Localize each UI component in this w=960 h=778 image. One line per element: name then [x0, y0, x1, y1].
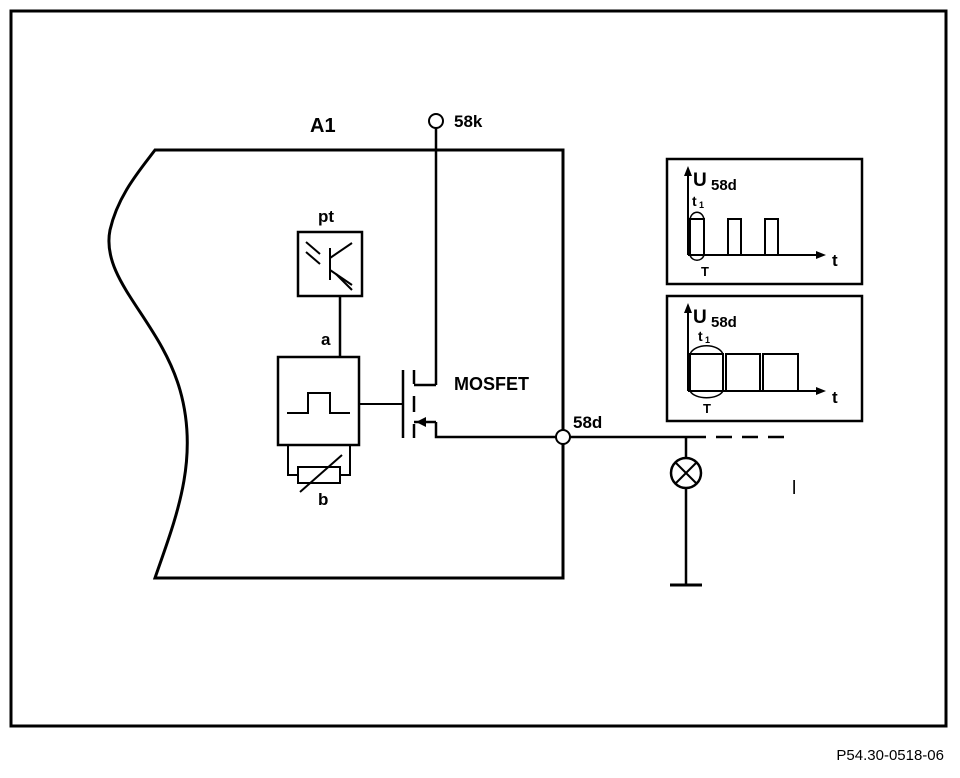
- graph-2-period: T: [703, 401, 711, 416]
- graph-2-t1: t: [698, 328, 703, 344]
- graph-2-box: [665, 294, 864, 423]
- graph-2-y-label: U: [693, 307, 707, 328]
- graph-2-t1-sub: 1: [705, 335, 710, 345]
- potentiometer-arrow: [299, 454, 343, 493]
- mosfet-label: MOSFET: [454, 374, 529, 394]
- graph-1-y-label: U: [693, 170, 707, 191]
- graph-1: U 58d t 1 T t: [684, 166, 838, 279]
- wire-source: [434, 422, 556, 439]
- photo-transistor-label: pt: [318, 207, 334, 226]
- graph-1-period: T: [701, 264, 709, 279]
- terminal-58d-label: 58d: [573, 413, 602, 432]
- graph-1-y-arrow-icon: [684, 166, 692, 176]
- figure-id: P54.30-0518-06: [836, 747, 944, 764]
- graph-2-x-label: t: [832, 388, 838, 407]
- point-a-label: a: [321, 330, 331, 349]
- graph-2-y-arrow-icon: [684, 303, 692, 313]
- terminal-58k-icon: [428, 113, 444, 129]
- graph-2: U 58d t 1 T t: [684, 303, 838, 416]
- graph-1-x-label: t: [832, 251, 838, 270]
- terminal-58d-icon: [555, 429, 571, 445]
- pulse-icon: [287, 392, 350, 414]
- graph-1-t1-sub: 1: [699, 200, 704, 210]
- module-a1-label: A1: [310, 115, 336, 137]
- terminal-58k-label: 58k: [454, 112, 483, 131]
- module-a1-boundary: [107, 148, 565, 580]
- lamp-l-label: l: [792, 478, 796, 499]
- pulse-generator-box: [276, 355, 361, 447]
- photo-transistor-icon: [305, 241, 353, 291]
- point-b-label: b: [318, 490, 328, 509]
- graph-1-y-sub: 58d: [711, 177, 737, 194]
- mosfet-arrow-icon: [416, 417, 426, 427]
- graph-2-y-sub: 58d: [711, 314, 737, 331]
- graph-1-x-arrow-icon: [816, 251, 826, 259]
- graph-2-x-arrow-icon: [816, 387, 826, 395]
- graph-1-t1: t: [692, 193, 697, 209]
